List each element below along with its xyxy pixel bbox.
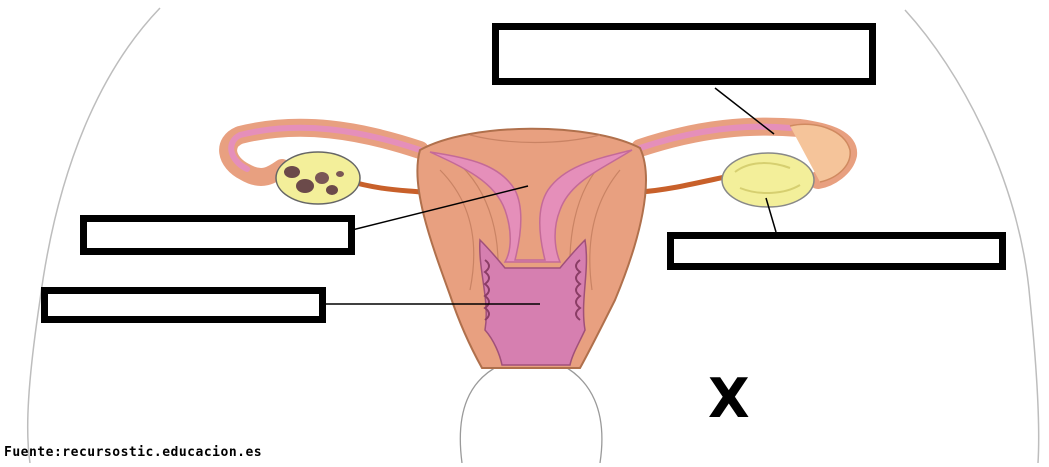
- gender-symbol: X: [708, 372, 750, 426]
- ovarian-ligament-right: [640, 176, 730, 192]
- source-credit: Fuente:recursostic.educacion.es: [4, 445, 262, 460]
- label-box-ovary[interactable]: [667, 232, 1006, 270]
- thigh-outline-left: [460, 365, 500, 463]
- ovary-right: [722, 153, 814, 207]
- ovary-left: [276, 152, 360, 204]
- label-box-vagina[interactable]: [41, 287, 326, 323]
- label-box-uterus[interactable]: [80, 215, 355, 255]
- label-box-fallopian-tube[interactable]: [492, 23, 876, 85]
- thigh-outline-right: [562, 365, 602, 463]
